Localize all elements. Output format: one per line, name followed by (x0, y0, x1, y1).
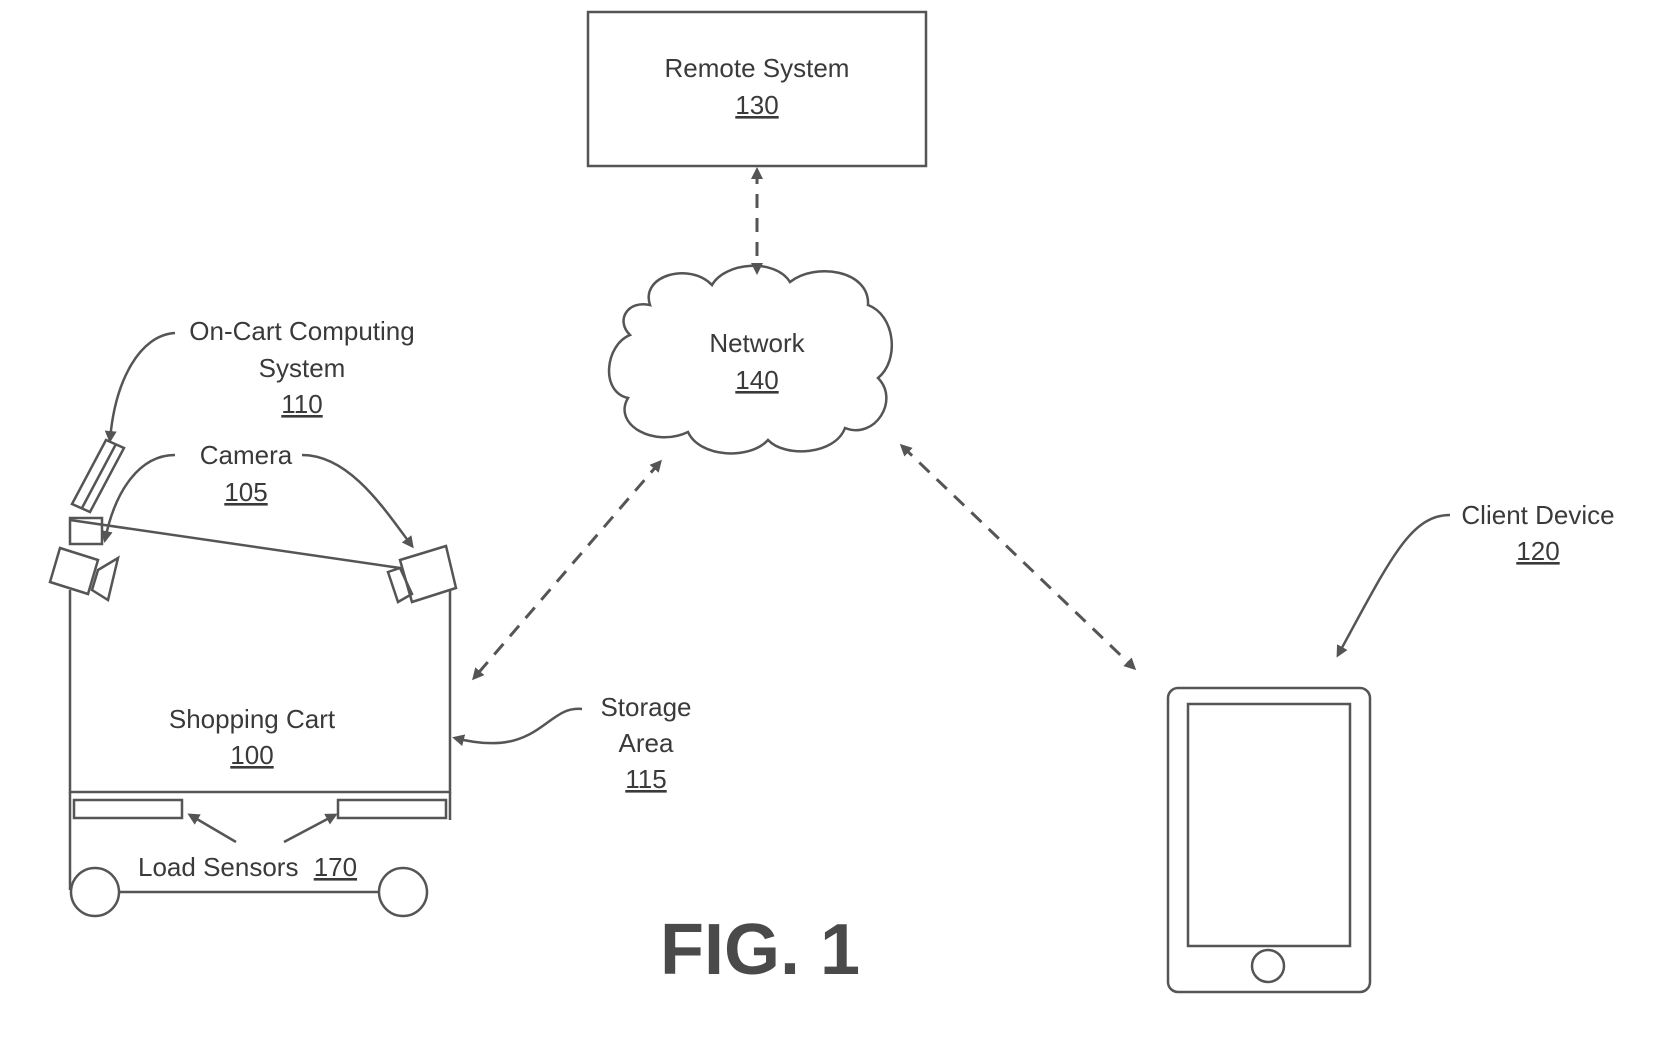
client-device-node: Client Device 120 (1338, 500, 1615, 655)
load-sensors-name: Load Sensors (138, 852, 298, 882)
remote-system-box (588, 12, 926, 166)
tablet-home-button (1252, 950, 1284, 982)
camera-leader-right (302, 455, 412, 546)
network-cart-link (474, 462, 660, 678)
network-node: Network 140 (609, 266, 892, 454)
shopping-cart-label: Shopping Cart (169, 704, 336, 734)
on-cart-computing-ref: 110 (281, 389, 322, 419)
load-sensors-label: Load Sensors 170 (138, 852, 357, 882)
storage-area-label-line2: Area (619, 728, 674, 758)
client-device-tablet (1168, 688, 1370, 992)
load-sensors-node: Load Sensors 170 (138, 815, 357, 882)
remote-system-label: Remote System (665, 53, 850, 83)
remote-system-ref: 130 (735, 90, 778, 120)
camera-left-icon (50, 548, 118, 600)
load-sensors-leader-left (190, 815, 236, 842)
figure-label: FIG. 1 (660, 910, 860, 990)
network-ref: 140 (735, 365, 778, 395)
cart-wheel-right (379, 868, 427, 916)
on-cart-computing-label-line1: On-Cart Computing (189, 316, 414, 346)
on-cart-computing-label-line2: System (259, 353, 346, 383)
camera-ref: 105 (224, 477, 267, 507)
client-device-leader (1338, 515, 1450, 655)
storage-area-leader (455, 709, 582, 743)
camera-node: Camera 105 (105, 440, 412, 546)
camera-right-icon (388, 546, 456, 602)
network-label: Network (709, 328, 805, 358)
shopping-cart-ref: 100 (230, 740, 273, 770)
cart-top-rail (70, 520, 400, 568)
load-sensor-right (338, 800, 446, 818)
storage-area-node: Storage Area 115 (455, 692, 692, 794)
load-sensor-left (74, 800, 182, 818)
network-client-link (902, 446, 1134, 668)
on-cart-computing-leader (110, 333, 175, 440)
load-sensors-ref: 170 (314, 852, 357, 882)
camera-label: Camera (200, 440, 293, 470)
storage-area-label-line1: Storage (600, 692, 691, 722)
client-device-label: Client Device (1461, 500, 1614, 530)
load-sensors-leader-right (284, 815, 335, 842)
network-cloud-shape (609, 266, 892, 454)
client-device-ref: 120 (1516, 536, 1559, 566)
remote-system-node: Remote System 130 (588, 12, 926, 166)
tablet-screen (1188, 704, 1350, 946)
cart-wheel-left (71, 868, 119, 916)
storage-area-ref: 115 (625, 764, 666, 794)
